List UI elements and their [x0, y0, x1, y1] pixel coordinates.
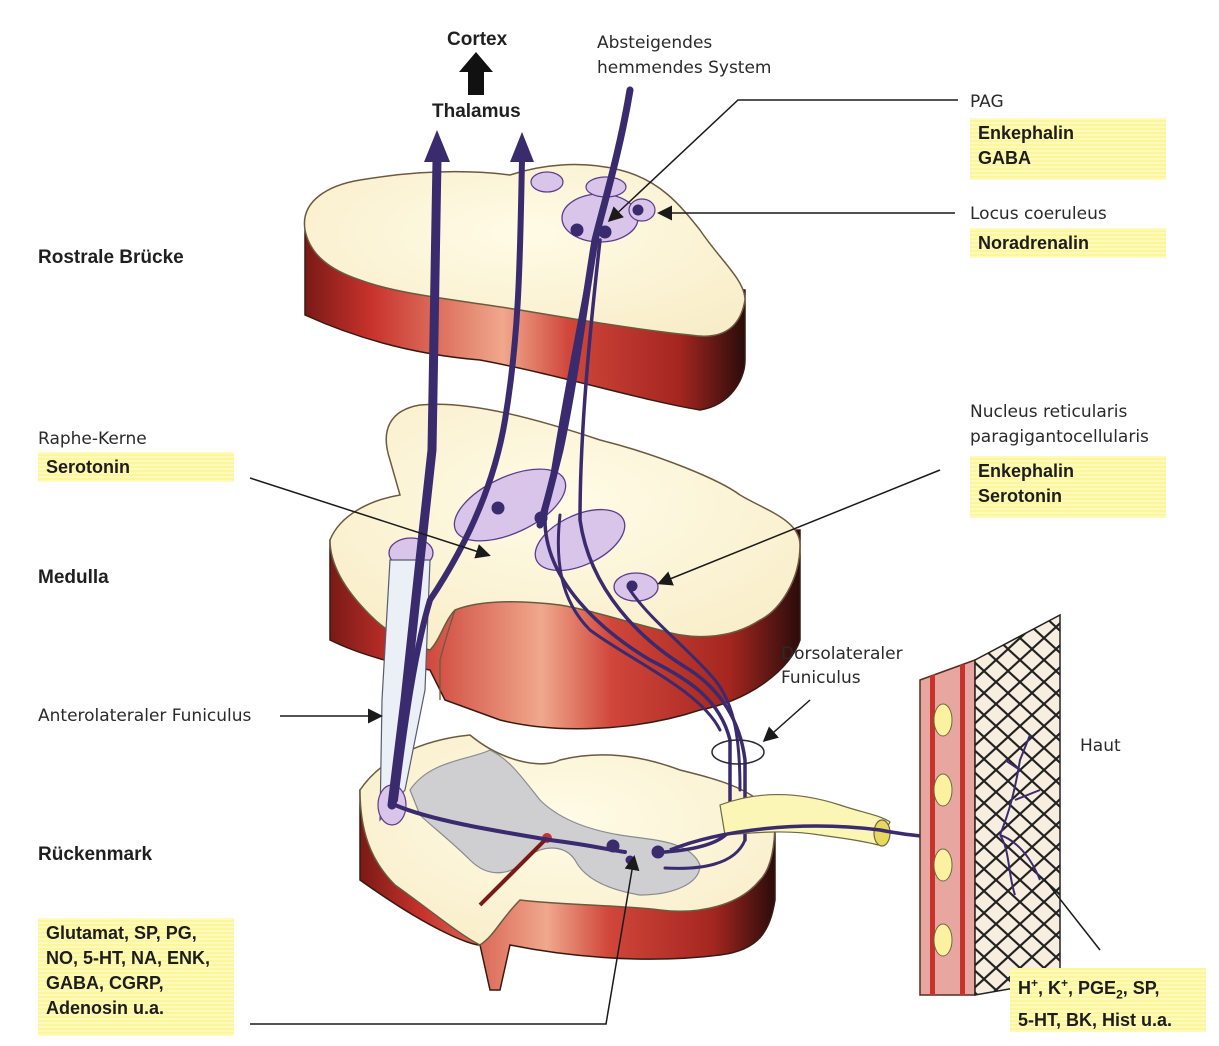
ascending-arrow-head-1 [424, 130, 450, 162]
skin-mediators-box: H+, K+, PGE2, SP, 5-HT, BK, Hist u.a. [1010, 968, 1206, 1032]
spinal-transmitter-line: Glutamat, SP, PG, [46, 921, 226, 946]
nucleus-transmitter: Serotonin [978, 484, 1158, 509]
locus-coeruleus-label: Locus coeruleus [970, 202, 1107, 226]
nucleus-transmitters-box: Enkephalin Serotonin [970, 456, 1166, 518]
skin-mediators-line1: H+, K+, PGE2, SP, [1018, 971, 1198, 1008]
cortex-arrow-icon [459, 52, 493, 95]
spinal-transmitters-box: Glutamat, SP, PG, NO, 5-HT, NA, ENK, GAB… [38, 918, 234, 1036]
spinal-transmitter-line: GABA, CGRP, [46, 971, 226, 996]
raphe-transmitters-box: Serotonin [38, 452, 234, 482]
cortex-label: Cortex [447, 28, 507, 52]
nucleus-reticularis-label-line1: Nucleus reticularis [970, 400, 1127, 424]
raphe-label: Raphe-Kerne [38, 427, 147, 451]
locus-transmitters-box: Noradrenalin [970, 228, 1166, 258]
descending-system-label-line1: Absteigendes [597, 31, 712, 55]
pag-label: PAG [970, 90, 1004, 114]
skin-label: Haut [1080, 734, 1121, 758]
spinal-cord-label: Rückenmark [38, 843, 152, 867]
skin-mediators-line2: 5-HT, BK, Hist u.a. [1018, 1008, 1198, 1033]
dorsolateral-funiculus-label-line2: Funiculus [781, 666, 861, 690]
thalamus-label: Thalamus [432, 100, 521, 124]
skin-block [920, 615, 1060, 995]
pag-transmitter: Enkephalin [978, 121, 1158, 146]
ascending-arrow-head-2 [510, 132, 534, 162]
spinal-transmitter-line: Adenosin u.a. [46, 996, 226, 1021]
pag-transmitters-box: Enkephalin GABA [970, 118, 1166, 180]
nucleus-transmitter: Enkephalin [978, 459, 1158, 484]
spinal-transmitter-line: NO, 5-HT, NA, ENK, [46, 946, 226, 971]
raphe-transmitter: Serotonin [46, 455, 226, 480]
descending-system-label-line2: hemmendes System [597, 56, 772, 80]
dorsolateral-funiculus-label-line1: Dorsolateraler [781, 642, 903, 666]
spinal-cord-section [360, 735, 775, 990]
rostral-pons-section [304, 165, 745, 410]
nucleus-reticularis-label-line2: paragigantocellularis [970, 425, 1149, 449]
rostral-pons-label: Rostrale Brücke [38, 246, 184, 270]
medulla-label: Medulla [38, 566, 109, 590]
pag-transmitter: GABA [978, 146, 1158, 171]
anterolateral-funiculus-label: Anterolateraler Funiculus [38, 704, 251, 728]
locus-transmitter: Noradrenalin [978, 231, 1158, 256]
